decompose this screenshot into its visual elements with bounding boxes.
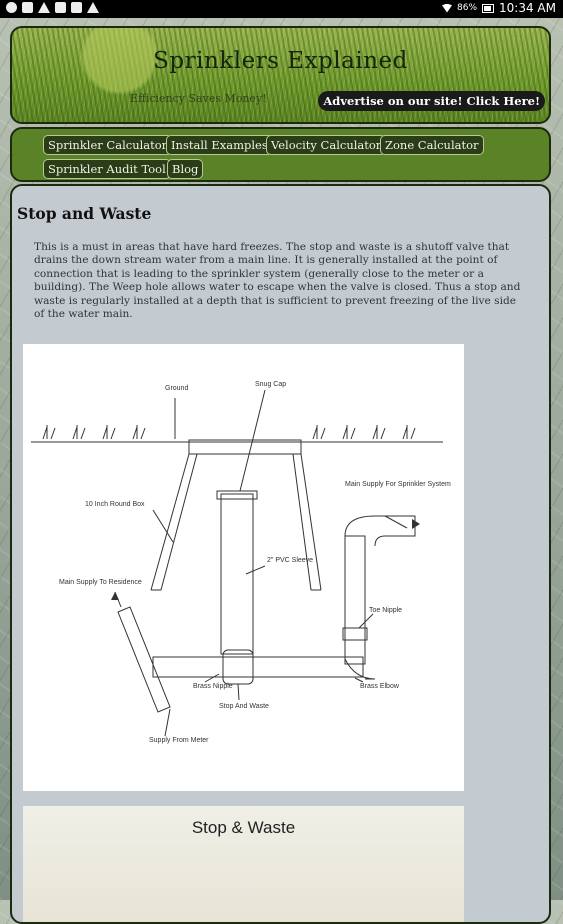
label-brass-nipple: Brass Nipple (193, 683, 233, 690)
diagram-svg: Ground Snug Cap 10 Inch Round Box Main S… (31, 381, 451, 744)
site-tagline: Efficiency Saves Money! (130, 92, 267, 105)
battery-icon (482, 3, 495, 13)
label-pvc-sleeve: 2" PVC Sleeve (267, 557, 313, 564)
nav-sprinkler-calculator[interactable]: Sprinkler Calculator (43, 135, 173, 155)
label-main-supply-sprinkler: Main Supply For Sprinkler System (345, 481, 451, 488)
nav-sprinkler-audit-tool[interactable]: Sprinkler Audit Tool (43, 159, 171, 179)
stop-and-waste-photo: Stop & Waste (23, 806, 464, 922)
warning-icon (38, 2, 50, 13)
image-notification-icon (22, 2, 33, 13)
content-panel: Stop and Waste This is a must in areas t… (10, 184, 551, 924)
site-header: Sprinklers Explained Efficiency Saves Mo… (10, 26, 551, 124)
advertise-link[interactable]: Advertise on our site! Click Here! (318, 91, 545, 111)
site-title[interactable]: Sprinklers Explained (153, 48, 408, 74)
battery-percent: 86% (457, 3, 478, 13)
clock: 10:34 AM (499, 1, 556, 15)
label-stop-and-waste: Stop And Waste (219, 703, 269, 710)
app-notification-icon (6, 2, 17, 13)
label-round-box: 10 Inch Round Box (85, 501, 145, 508)
article-body: This is a must in areas that have hard f… (34, 241, 521, 321)
nav-zone-calculator[interactable]: Zone Calculator (380, 135, 484, 155)
figure2-title: Stop & Waste (191, 818, 296, 837)
label-supply-from-meter: Supply From Meter (149, 737, 209, 744)
label-main-supply-residence: Main Supply To Residence (59, 579, 142, 586)
label-brass-elbow: Brass Elbow (360, 683, 400, 690)
download-icon (55, 2, 66, 13)
nav-install-examples[interactable]: Install Examples (166, 135, 273, 155)
label-ground: Ground (165, 385, 188, 392)
notification-icons (6, 2, 99, 13)
main-nav: Sprinkler Calculator Install Examples Ve… (10, 127, 551, 182)
nav-velocity-calculator[interactable]: Velocity Calculator (266, 135, 387, 155)
label-toe-nipple: Toe Nipple (369, 607, 402, 614)
label-snug-cap: Snug Cap (255, 381, 286, 388)
stop-and-waste-diagram: Ground Snug Cap 10 Inch Round Box Main S… (23, 344, 464, 791)
flag-icon (71, 2, 82, 13)
page-title: Stop and Waste (17, 204, 152, 223)
wifi-icon (442, 3, 453, 13)
status-bar: 86% 10:34 AM (0, 0, 563, 18)
play-store-icon (87, 2, 99, 13)
nav-blog[interactable]: Blog (167, 159, 204, 179)
